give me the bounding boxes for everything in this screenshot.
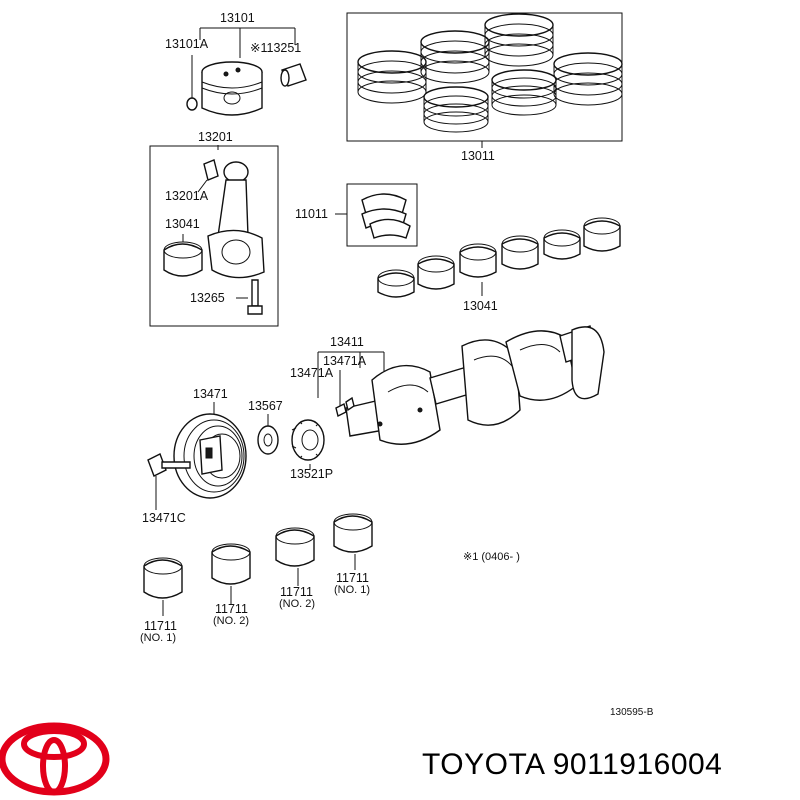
bearing-note-1: (NO. 1) bbox=[140, 632, 176, 644]
label-11011: 11011 bbox=[295, 207, 328, 221]
pulley-washer bbox=[257, 425, 279, 455]
crankshaft-group: 13411 13471A 13471A bbox=[290, 325, 605, 445]
crank-bearings: 11711 (NO. 1) 11711 (NO. 2) 11711 (NO. 2… bbox=[140, 513, 373, 644]
pulley-group: 13471 13567 13521P 13471C bbox=[142, 387, 333, 525]
label-13101a: 13101A bbox=[165, 37, 209, 51]
crank-key-2 bbox=[345, 396, 355, 412]
crank-key-1 bbox=[335, 402, 347, 418]
rod-bushing bbox=[197, 159, 219, 193]
rod-bolt bbox=[236, 279, 263, 315]
crank-bearing-2: 11711 (NO. 2) bbox=[211, 543, 251, 627]
piston-ring-set: 13011 bbox=[346, 12, 623, 163]
label-13265: 13265 bbox=[190, 291, 225, 305]
pulley-bolt bbox=[147, 453, 191, 510]
bearing-number-1: 11711 bbox=[144, 619, 177, 633]
piston-group: 13101 13101A ※113251 bbox=[165, 11, 307, 116]
crank-pulley bbox=[173, 413, 247, 499]
label-13567: 13567 bbox=[248, 399, 283, 413]
diagram-code: 130595-B bbox=[610, 707, 654, 718]
label-13471a-2: 13471A bbox=[290, 366, 334, 380]
bearing-number-3: 11711 bbox=[280, 585, 313, 599]
toyota-logo-icon bbox=[0, 722, 110, 796]
label-13471a-1: 13471A bbox=[323, 354, 367, 368]
label-13201: 13201 bbox=[198, 130, 233, 144]
bearing-note-2: (NO. 2) bbox=[213, 615, 249, 627]
label-13471: 13471 bbox=[193, 387, 228, 401]
bearing-number-2: 11711 bbox=[215, 602, 248, 616]
label-13521p: 13521P bbox=[290, 467, 333, 481]
piston-pin bbox=[280, 63, 307, 87]
connecting-rod-group: 13201 13201A 13041 13265 bbox=[149, 130, 279, 327]
label-13011: 13011 bbox=[461, 149, 495, 163]
crank-bearing-1: 11711 (NO. 1) bbox=[140, 557, 183, 644]
crank-sprocket bbox=[291, 419, 325, 461]
label-13411: 13411 bbox=[330, 335, 364, 349]
bearing-number-4: 11711 bbox=[336, 571, 369, 585]
label-113251: ※113251 bbox=[250, 41, 301, 55]
main-bearing-row: 13041 bbox=[377, 217, 621, 313]
label-13471c: 13471C bbox=[142, 511, 186, 525]
label-13201a: 13201A bbox=[165, 189, 209, 203]
bearing-note-3: (NO. 2) bbox=[279, 598, 315, 610]
crank-bearing-3: 11711 (NO. 2) bbox=[275, 527, 315, 610]
footnote: ※1 (0406- ) bbox=[463, 551, 520, 563]
connecting-rod bbox=[207, 161, 265, 279]
rod-bearing bbox=[163, 234, 203, 277]
label-13041-b: 13041 bbox=[463, 299, 498, 313]
snap-ring bbox=[186, 97, 198, 111]
bearing-note-4: (NO. 1) bbox=[334, 584, 370, 596]
brand-part-number: TOYOTA 9011916004 bbox=[422, 748, 722, 781]
label-13101: 13101 bbox=[220, 11, 255, 25]
label-13041-a: 13041 bbox=[165, 217, 200, 231]
crank-bearing-4: 11711 (NO. 1) bbox=[333, 513, 373, 596]
piston bbox=[201, 61, 263, 116]
crankshaft bbox=[345, 325, 605, 445]
thrust-washer-group: 11011 bbox=[295, 183, 418, 247]
